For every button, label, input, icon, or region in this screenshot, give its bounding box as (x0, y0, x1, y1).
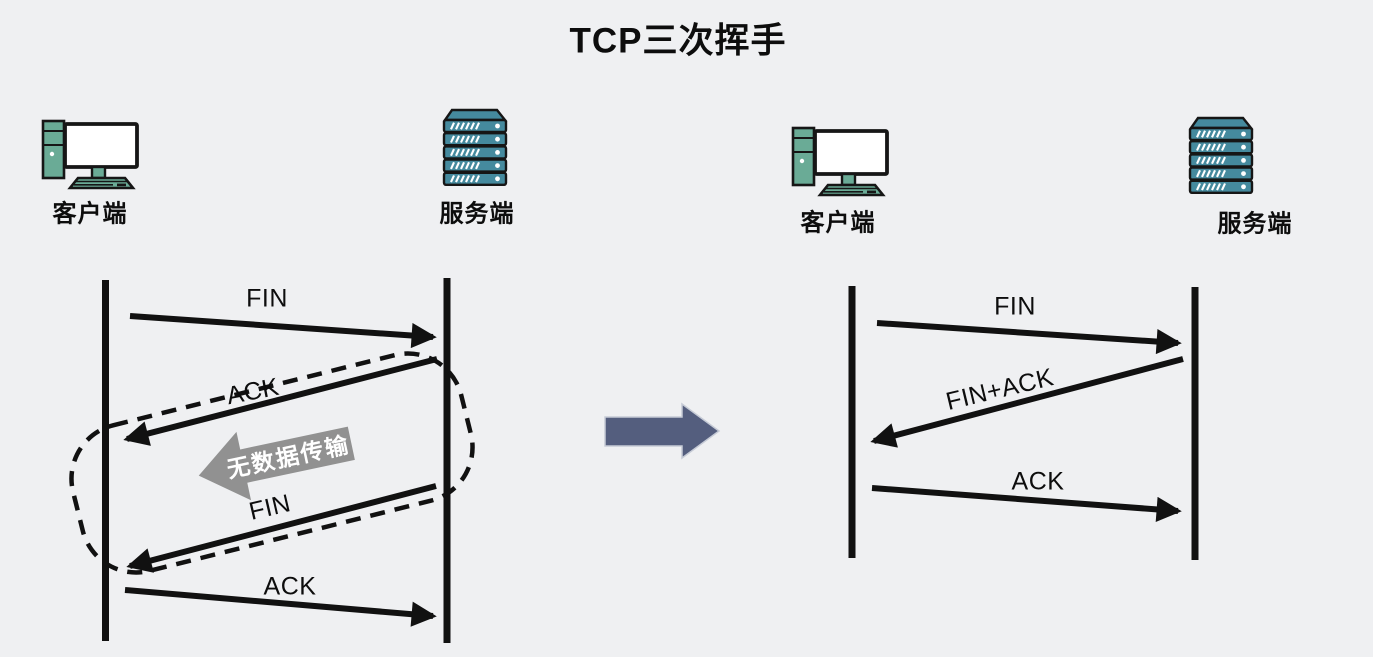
no-data-block-arrow (198, 426, 355, 501)
left-msg-fin-2-arrow (126, 483, 437, 573)
right-server-label: 服务端 (1217, 210, 1293, 238)
left-msg-ack-2-arrow (124, 587, 437, 627)
right-msg-fin-label: FIN (994, 292, 1036, 321)
right-msg-ack-arrow (871, 485, 1182, 522)
right-msg-ack-label: ACK (1011, 467, 1065, 496)
left-server-label: 服务端 (439, 200, 515, 228)
page-title: TCP三次挥手 (569, 21, 787, 61)
transition-block-arrow (604, 402, 721, 460)
left-client-icon (41, 119, 139, 190)
left-msg-ack-2-label: ACK (263, 572, 317, 601)
right-msg-fin-arrow (876, 320, 1182, 355)
right-client-label: 客户端 (800, 209, 876, 237)
left-server-icon (444, 110, 506, 185)
right-msg-finack-arrow (870, 356, 1184, 448)
left-msg-ack-1-arrow (123, 356, 438, 446)
right-server-icon (1190, 118, 1252, 193)
left-client-label: 客户端 (52, 200, 128, 228)
left-msg-fin-1-arrow (129, 313, 437, 349)
right-client-icon (791, 126, 889, 197)
left-msg-fin-1-label: FIN (246, 284, 288, 313)
